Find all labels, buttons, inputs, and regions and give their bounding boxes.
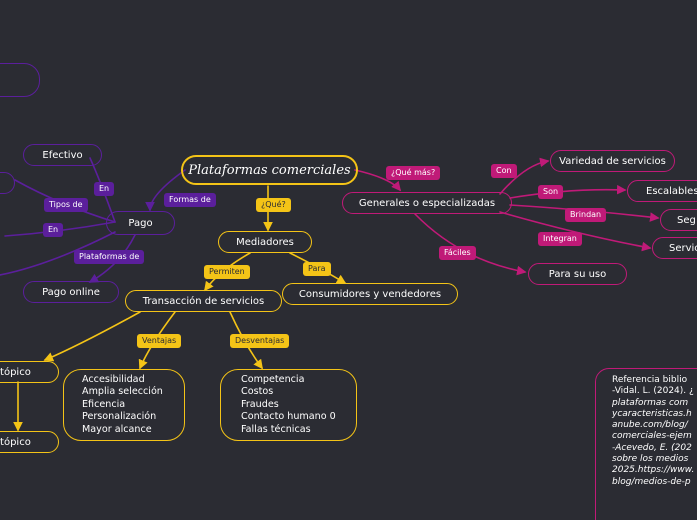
label-desventajas[interactable]: Desventajas — [230, 334, 290, 348]
label-con[interactable]: Con — [491, 164, 517, 178]
node-mediadores[interactable]: Mediadores — [218, 231, 312, 253]
edge-central-generales — [354, 169, 402, 192]
reference-line: blog/medios-de-p — [612, 476, 691, 487]
desventaja-item: Fraudes — [241, 398, 279, 410]
node-seguras[interactable]: Seg — [660, 209, 697, 231]
ventaja-item: Amplia selección — [82, 386, 163, 398]
reference-line: -Acevedo, E. (202 — [612, 442, 692, 453]
node-transaccion-servicios[interactable]: Transacción de servicios — [125, 290, 282, 312]
edge-central-pago — [145, 169, 186, 212]
label-en-1[interactable]: En — [94, 182, 115, 196]
edge-pago-left-3 — [0, 231, 116, 276]
reference-line: sobre los medios — [612, 454, 689, 465]
central-topic[interactable]: Plataformas comerciales — [181, 155, 358, 185]
node-servicios[interactable]: Servic — [652, 237, 697, 259]
label-son[interactable]: Son — [538, 185, 564, 199]
node-generales-especializadas[interactable]: Generales o especializadas — [342, 192, 512, 214]
ventaja-item: Accesibilidad — [82, 373, 145, 385]
label-para[interactable]: Para — [303, 262, 331, 276]
label-tipos-de[interactable]: Tipos de — [44, 198, 88, 212]
node-para-su-uso[interactable]: Para su uso — [528, 263, 627, 285]
node-desventajas-list[interactable]: Competencia Costos Fraudes Contacto huma… — [220, 369, 357, 441]
edge-generales-uso — [414, 213, 527, 276]
edge-generales-variedad — [499, 157, 550, 195]
node-escalables[interactable]: Escalables — [627, 180, 697, 202]
reference-line: ycaracteristicas.h — [612, 408, 692, 419]
label-faciles[interactable]: Fáciles — [439, 246, 476, 260]
reference-line: Referencia biblio — [612, 375, 688, 385]
label-ventajas[interactable]: Ventajas — [137, 334, 182, 348]
partial-node-top-left[interactable] — [0, 63, 40, 97]
node-variedad-servicios[interactable]: Variedad de servicios — [550, 150, 675, 172]
label-permiten[interactable]: Permiten — [204, 265, 250, 279]
edge-generales-escalables — [509, 184, 627, 199]
label-plataformas-de[interactable]: Plataformas de — [74, 250, 145, 264]
reference-note[interactable]: Referencia biblio -Vidal. L. (2024). ¿ p… — [595, 368, 697, 520]
label-en-2[interactable]: En — [43, 223, 64, 237]
node-pago[interactable]: Pago — [106, 211, 175, 235]
label-integran[interactable]: Integran — [538, 232, 582, 246]
desventaja-item: Costos — [241, 386, 274, 398]
node-consumidores-vendedores[interactable]: Consumidores y vendedores — [282, 283, 458, 305]
desventaja-item: Competencia — [241, 373, 305, 385]
label-que[interactable]: ¿Qué? — [256, 198, 291, 212]
reference-line: plataformas com — [612, 397, 689, 408]
node-efectivo[interactable]: Efectivo — [23, 144, 102, 166]
node-ventajas-list[interactable]: Accesibilidad Amplia selección Eficencia… — [63, 369, 185, 441]
label-brindan[interactable]: Brindan — [565, 208, 607, 222]
desventaja-item: Fallas técnicas — [241, 423, 311, 435]
reference-line: 2025.https://www. — [612, 465, 695, 476]
node-pago-online[interactable]: Pago online — [23, 281, 119, 303]
ventaja-item: Personalización — [82, 411, 157, 423]
label-formas-de[interactable]: Formas de — [164, 193, 216, 207]
edge-transaccion-subtopico — [43, 311, 141, 362]
ventaja-item: Eficencia — [82, 398, 126, 410]
desventaja-item: Contacto humano 0 — [241, 411, 336, 423]
node-subtopico-2[interactable]: Subtópico — [0, 431, 59, 453]
label-que-mas[interactable]: ¿Qué más? — [386, 166, 441, 180]
node-subtopico-1[interactable]: Subtópico — [0, 361, 59, 383]
reference-line: comerciales-ejem — [612, 431, 692, 442]
reference-line: anube.com/blog/ — [612, 420, 688, 431]
ventaja-item: Mayor alcance — [82, 423, 152, 435]
reference-line: -Vidal. L. (2024). ¿ — [612, 386, 694, 397]
